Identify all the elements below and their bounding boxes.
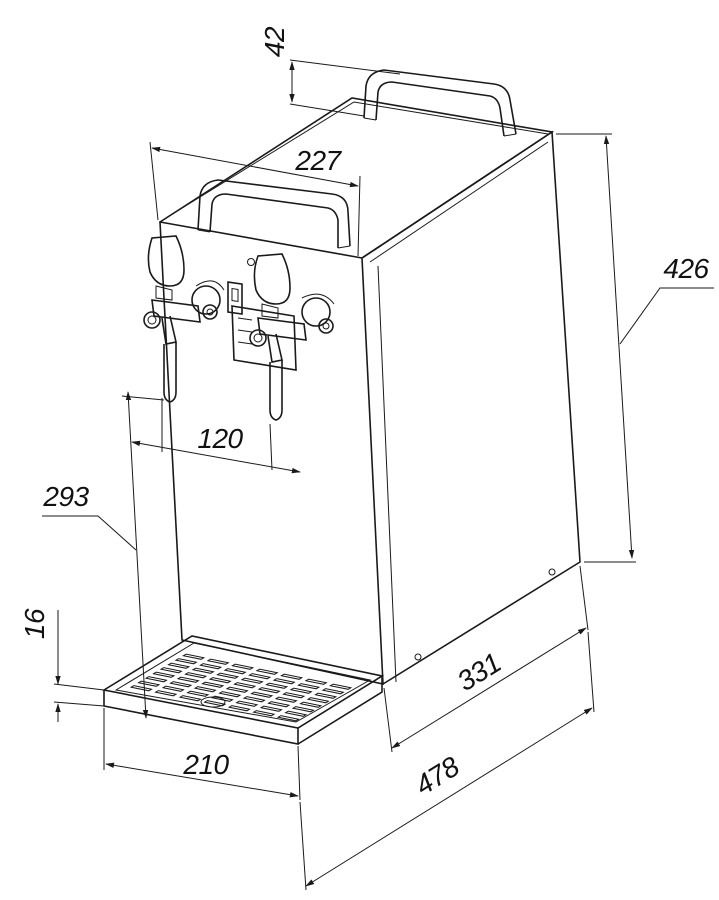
grate-slot — [240, 677, 264, 684]
dim-overall-height-label: 426 — [663, 253, 709, 284]
drip-tray — [101, 635, 385, 745]
grate-slot — [167, 662, 191, 669]
dim-tray-height-label: 16 — [19, 608, 50, 639]
grate-slot — [201, 681, 225, 688]
drip-tray-grate — [129, 653, 353, 722]
grate-slot — [289, 687, 313, 694]
grate-slot — [159, 667, 183, 674]
grate-slot — [248, 673, 272, 680]
grate-slot — [250, 691, 274, 698]
grate-slot — [255, 668, 279, 675]
grate-slot — [186, 690, 210, 697]
grate-slot — [178, 695, 202, 702]
grate-slot — [152, 671, 176, 678]
grate-slot — [284, 710, 308, 717]
dim-tray-height: 16 — [19, 608, 105, 722]
grate-slot — [282, 692, 306, 699]
mounting-plate — [231, 305, 297, 371]
grate-slot — [216, 672, 240, 679]
grate-slot — [291, 706, 315, 713]
dim-tap-spacing-label: 120 — [197, 423, 243, 454]
grate-slot — [193, 686, 217, 693]
grate-slot — [154, 690, 178, 697]
grate-slot — [231, 663, 255, 670]
grate-slot — [191, 667, 215, 674]
dim-overall-depth: 478 — [299, 631, 595, 891]
dim-tap-spacing: 120 — [131, 398, 301, 474]
grate-slot — [276, 715, 300, 722]
grate-slot — [257, 687, 281, 694]
dim-overall-depth-label: 478 — [410, 750, 466, 801]
grate-slot — [267, 701, 291, 708]
grate-slot — [144, 676, 168, 683]
grate-slot — [329, 683, 353, 690]
grate-slot — [242, 696, 266, 703]
dim-body-depth: 331 — [383, 565, 589, 753]
grate-slot — [169, 681, 193, 688]
grate-slot — [161, 685, 185, 692]
grate-slot — [321, 688, 345, 695]
grate-slot — [280, 673, 304, 680]
grate-slot — [297, 683, 321, 690]
grate-slot — [233, 682, 257, 689]
grate-slot — [299, 701, 323, 708]
dim-tap-height: 293 — [42, 391, 165, 719]
dim-tray-width: 210 — [103, 708, 301, 801]
grate-slot — [218, 691, 242, 698]
dim-overall-height: 426 — [556, 133, 714, 563]
grate-slot — [208, 677, 232, 684]
grate-slot — [272, 678, 296, 685]
grate-slot — [304, 678, 328, 685]
grate-slot — [235, 700, 259, 707]
grate-slot — [137, 680, 161, 687]
dim-top-width: 227 — [149, 141, 361, 257]
grate-slot — [252, 710, 276, 717]
grate-slot — [182, 653, 206, 660]
grate-slot — [314, 692, 338, 699]
power-switch — [227, 258, 255, 315]
dim-handle-height: 42 — [259, 26, 401, 117]
right-beer-tap — [249, 253, 335, 421]
grate-slot — [223, 668, 247, 675]
front-handle — [197, 179, 351, 249]
grate-slot — [184, 672, 208, 679]
grate-slot — [274, 696, 298, 703]
grate-slot — [203, 700, 227, 707]
grate-slot — [306, 697, 330, 704]
grate-slot — [176, 676, 200, 683]
grate-slot — [174, 658, 198, 665]
grate-slot — [206, 658, 230, 665]
grate-slot — [259, 705, 283, 712]
dim-tap-height-label: 293 — [42, 481, 89, 512]
dim-tray-width-label: 210 — [182, 749, 229, 780]
grate-slot — [227, 705, 251, 712]
dim-top-width-label: 227 — [294, 145, 342, 176]
dim-body-depth-label: 331 — [452, 647, 507, 697]
grate-slot — [265, 682, 289, 689]
dim-handle-height-label: 42 — [259, 26, 290, 57]
grate-slot — [199, 663, 223, 670]
grate-slot — [129, 685, 153, 692]
unit-body — [159, 97, 581, 686]
rear-handle — [363, 69, 517, 137]
grate-slot — [225, 686, 249, 693]
left-beer-tap — [143, 235, 225, 403]
